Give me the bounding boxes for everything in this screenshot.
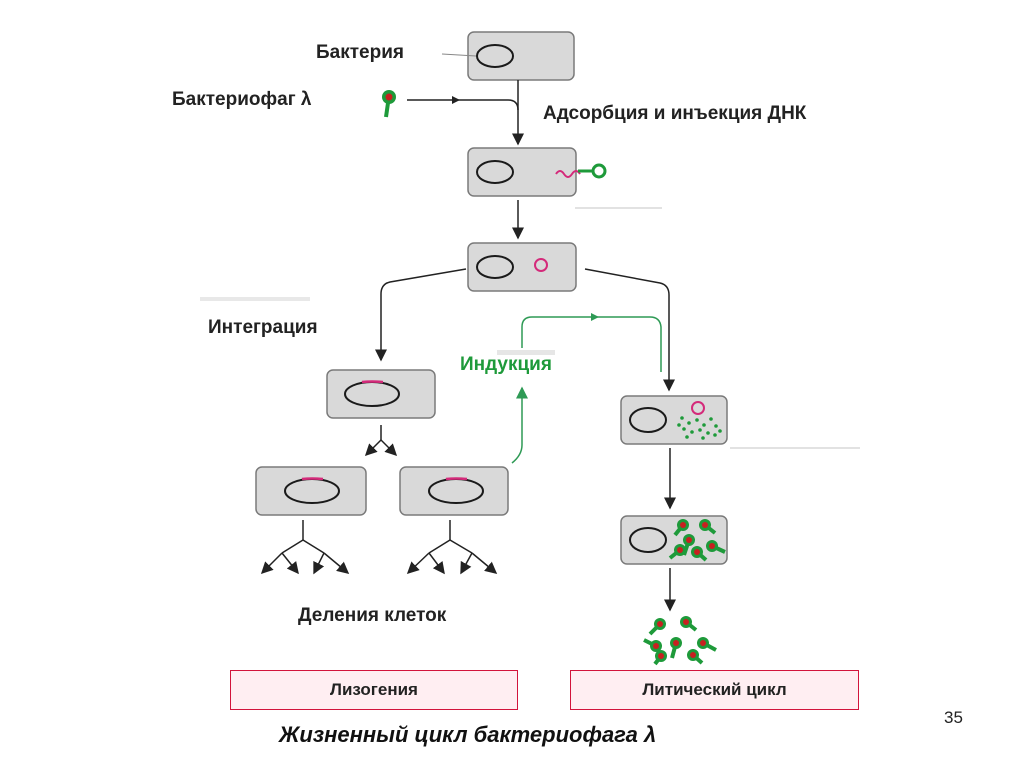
cell-bacterium (467, 31, 575, 81)
label-bacterium: Бактерия (316, 42, 404, 63)
label-phage: Бактериофаг λ (172, 89, 312, 110)
cell-adsorption (467, 147, 607, 197)
outcome-lysogeny: Лизогения (230, 670, 518, 710)
label-adsorption: Адсорбция и инъекция ДНК (543, 103, 807, 124)
figure-caption: Жизненный цикл бактериофага λ (279, 722, 657, 747)
cell-prophage (326, 369, 436, 419)
division-tree-right (406, 520, 498, 575)
arrow-induction (511, 386, 528, 464)
arrow-integration (375, 268, 467, 362)
cell-lytic-replication (620, 395, 728, 445)
division-tree-left (260, 520, 350, 575)
cell-circular-dna (467, 242, 577, 292)
division-fork-1 (364, 425, 398, 457)
cell-lysogen-left (255, 466, 367, 516)
label-induction: Индукция (460, 354, 552, 375)
label-integration: Интеграция (208, 317, 318, 338)
outcome-lytic-cycle: Литический цикл (570, 670, 859, 710)
cell-lysogen-right (399, 466, 509, 516)
label-cell-division: Деления клеток (298, 605, 447, 626)
arrow-lytic (584, 268, 675, 392)
phage-arrow (407, 99, 519, 111)
phage-icon (382, 90, 396, 118)
cell-lytic-assembly (620, 515, 728, 565)
bacterium-pointer (441, 53, 477, 57)
released-phages (643, 616, 717, 666)
page-number: 35 (944, 708, 963, 727)
